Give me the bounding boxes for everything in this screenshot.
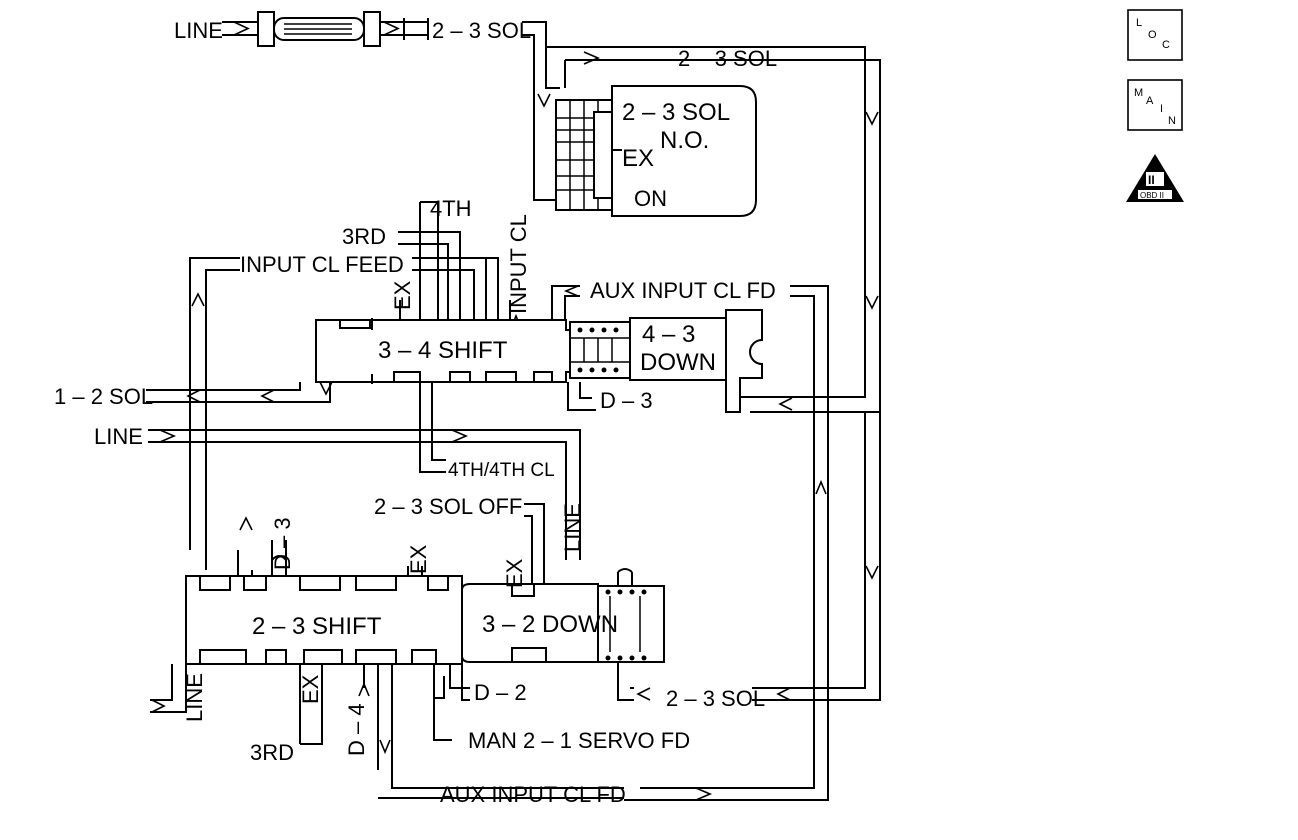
label-line-bottom: LINE bbox=[182, 673, 207, 722]
label-input-cl: INPUT CL bbox=[506, 214, 531, 314]
svg-text:C: C bbox=[1162, 39, 1170, 51]
label-sol23-off: 2 – 3 SOL OFF bbox=[374, 494, 522, 519]
label-line-vert: LINE bbox=[560, 503, 585, 552]
label-sol23-bottom: 2 – 3 SOL bbox=[666, 686, 765, 711]
label-sol23-box-on: ON bbox=[634, 186, 667, 211]
label-down32: 3 – 2 DOWN bbox=[482, 611, 618, 638]
shift-34-valve bbox=[315, 318, 571, 384]
label-3rd-bottom: 3RD bbox=[250, 740, 294, 765]
line-filter-assembly bbox=[222, 11, 429, 47]
svg-text:N: N bbox=[1168, 115, 1176, 127]
label-d3-right: D – 3 bbox=[600, 388, 653, 413]
label-4th-cl: 4TH/4TH CL bbox=[448, 460, 555, 481]
main-icon[interactable]: M A I N bbox=[1127, 79, 1183, 131]
label-aux-input-cl-fd-top: AUX INPUT CL FD bbox=[590, 278, 776, 303]
label-d2: D – 2 bbox=[474, 680, 527, 705]
label-down43-a: 4 – 3 bbox=[642, 321, 695, 348]
label-sol23-top-right: 2 – 3 SOL bbox=[678, 46, 777, 71]
label-ex-32: EX bbox=[502, 558, 527, 588]
label-ex-bottom: EX bbox=[298, 674, 323, 704]
label-sol23-box-title: 2 – 3 SOL bbox=[622, 99, 730, 126]
label-sol23-box-no: N.O. bbox=[660, 127, 709, 154]
label-sol12: 1 – 2 SOL bbox=[54, 384, 153, 409]
label-man21: MAN 2 – 1 SERVO FD bbox=[468, 728, 690, 753]
obd-ii-icon[interactable]: II OBD II bbox=[1126, 154, 1184, 202]
svg-text:M: M bbox=[1134, 87, 1143, 99]
label-line-top: LINE bbox=[174, 18, 223, 43]
svg-text:A: A bbox=[1146, 95, 1154, 107]
svg-text:OBD II: OBD II bbox=[1140, 191, 1164, 200]
svg-text:O: O bbox=[1148, 29, 1157, 41]
label-sol23-box-ex: EX bbox=[622, 145, 654, 172]
label-aux-input-cl-fd-bottom: AUX INPUT CL FD bbox=[440, 782, 626, 807]
downshift-43-valve bbox=[569, 309, 763, 413]
label-shift34: 3 – 4 SHIFT bbox=[378, 337, 508, 364]
label-d3-vert: D – 3 bbox=[270, 517, 295, 570]
svg-text:L: L bbox=[1136, 17, 1142, 29]
svg-text:I: I bbox=[1160, 103, 1163, 115]
downshift-32-valve bbox=[461, 568, 665, 663]
label-down43-b: DOWN bbox=[640, 349, 716, 376]
svg-text:II: II bbox=[1148, 173, 1155, 187]
label-d4-vert: D – 4 bbox=[344, 703, 369, 756]
loc-icon[interactable]: L O C bbox=[1127, 9, 1183, 61]
solenoid-23-assembly bbox=[555, 85, 757, 217]
label-sol23-top: 2 – 3 SOL bbox=[432, 18, 531, 43]
label-ex-23-top: EX bbox=[406, 544, 431, 574]
label-4th: 4TH bbox=[430, 196, 472, 221]
label-shift23: 2 – 3 SHIFT bbox=[252, 613, 382, 640]
label-3rd: 3RD bbox=[342, 224, 386, 249]
label-ex-34: EX bbox=[390, 280, 415, 310]
label-line-mid: LINE bbox=[94, 424, 143, 449]
label-input-cl-feed: INPUT CL FEED bbox=[240, 252, 404, 277]
